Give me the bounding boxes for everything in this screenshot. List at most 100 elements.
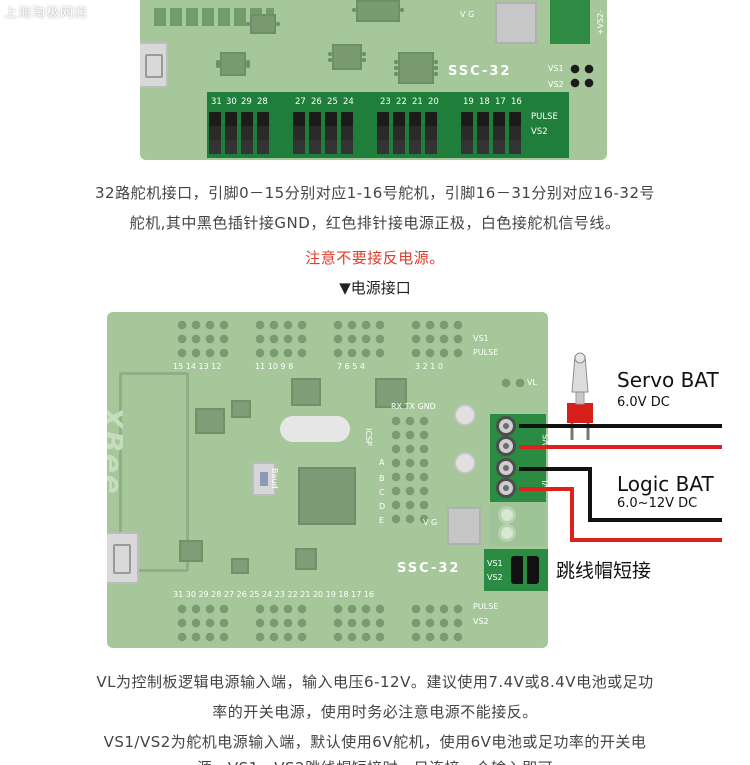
pin-numbers-3-0: 3 2 1 0 [415, 362, 443, 371]
power-terminal: VS VL [490, 414, 552, 502]
pin-block [331, 602, 389, 644]
regulator [447, 507, 481, 545]
chip [375, 378, 407, 408]
usb-port [107, 532, 139, 584]
vl-pins [499, 376, 527, 390]
chip [295, 548, 317, 570]
jumper-vs2-label: VS2 [487, 573, 503, 582]
pin-number: 24 [343, 97, 354, 107]
pin-number: 30 [226, 97, 237, 107]
chip [328, 44, 366, 70]
xbee-socket [119, 372, 189, 572]
jumper-cap [511, 556, 539, 584]
warning-text: 注意不要接反电源。 [305, 249, 445, 267]
jumper-label: 跳线帽短接 [556, 560, 652, 582]
rx-tx-gnd-label: RX TX GND [391, 402, 436, 411]
terminal-screw [496, 478, 516, 498]
capacitor [454, 452, 476, 474]
pin-number: 19 [463, 97, 474, 107]
pin-numbers-bottom: 31 30 29 28 27 26 25 24 23 22 21 20 19 1… [173, 590, 375, 599]
chip [246, 14, 280, 34]
pin-number: 28 [257, 97, 268, 107]
abcde-b: B [379, 474, 385, 483]
microcontroller [298, 467, 356, 525]
chip [394, 52, 438, 84]
pin-number: 31 [211, 97, 222, 107]
description-line-4: 率的开关电源，使用时务必注意电源不能接反。 [212, 703, 538, 721]
vs-jumper-pins [568, 62, 598, 90]
pin-block [175, 318, 233, 360]
chip [231, 400, 251, 418]
chip [231, 558, 249, 574]
pin-block [377, 112, 441, 154]
pin-number: 23 [380, 97, 391, 107]
pin-number: 25 [327, 97, 338, 107]
pin-number: 17 [495, 97, 506, 107]
board-name: SSC-32 [448, 64, 512, 79]
abcde-c: C [379, 488, 385, 497]
logic-voltage-label: 6.0~12V DC [617, 496, 698, 511]
icsp-pins [389, 414, 433, 526]
pin-number: 29 [241, 97, 252, 107]
pulse-label-bottom: PULSE [473, 602, 499, 611]
pin-block [209, 112, 273, 154]
description-line-2: 舵机,其中黑色插针接GND，红色排针接电源正极，白色接舵机信号线。 [129, 214, 621, 232]
vs2-header-label: VS2 [531, 127, 548, 137]
switch-body [567, 403, 593, 423]
pin-numbers-11-8: 11 10 9 8 [255, 362, 294, 371]
servo-board-power: VS1 PULSE 15 14 13 12 11 10 9 8 7 6 5 4 … [107, 312, 548, 648]
pin-number: 18 [479, 97, 490, 107]
jumper-vs1-label: VS1 [487, 559, 503, 568]
pin-numbers: 31 30 29 28 27 26 25 24 23 22 21 20 19 1… [207, 97, 569, 109]
logic-bat-label: Logic BAT [617, 472, 714, 496]
board-name: SSC-32 [397, 561, 461, 576]
pin-block [331, 318, 389, 360]
pin-block [253, 602, 311, 644]
terminal-screw [496, 416, 516, 436]
description-line-6: 源，VS1、VS2跳线帽短接时，只连接一个输入即可 [0, 757, 750, 765]
vs2-label-bottom: VS2 [473, 617, 489, 626]
vs1-label: VS1 [473, 334, 489, 343]
vs-jumper: VS1 VS2 [484, 549, 548, 591]
abcde-a: A [379, 458, 385, 467]
pin-block [175, 602, 233, 644]
servo-board-top: +VS2- V G SSC-32 VS1 VS2 31 30 29 28 27 … [140, 0, 607, 160]
pin-number: 16 [511, 97, 522, 107]
description-line-3: VL为控制板逻辑电源输入端，输入电压6-12V。建议使用7.4V或8.4V电池或… [96, 673, 654, 691]
chip [216, 52, 250, 76]
pin-number: 26 [311, 97, 322, 107]
regulator [495, 2, 537, 44]
pin-number: 22 [396, 97, 407, 107]
pin-block [253, 318, 311, 360]
pin-row-top [154, 8, 274, 26]
terminal-screw [498, 506, 516, 524]
section-title: ▼电源接口 [339, 279, 411, 297]
servo-bat-label: Servo BAT [617, 368, 719, 392]
terminal-screw [496, 436, 516, 456]
vl-label: VL [527, 378, 537, 387]
baud-button [252, 462, 276, 496]
chip [352, 0, 404, 22]
pin-block [461, 112, 525, 154]
pin-number: 21 [412, 97, 423, 107]
pin-numbers-7-4: 7 6 5 4 [337, 362, 365, 371]
vs2-label: VS2 [548, 80, 564, 89]
watermark: 上海淘极网店 [4, 6, 89, 21]
pulse-label: PULSE [531, 112, 558, 122]
pin-block [409, 602, 467, 644]
abcde-e: E [379, 516, 385, 525]
chip [179, 540, 203, 562]
servo-header: 31 30 29 28 27 26 25 24 23 22 21 20 19 1… [207, 92, 569, 158]
servo-voltage-label: 6.0V DC [617, 395, 670, 410]
usb-port [140, 42, 168, 88]
pin-numbers-15-12: 15 14 13 12 [173, 362, 222, 371]
description-line-5: VS1/VS2为舵机电源输入端，默认使用6V舵机，使用6V电池或足功率的开关电 [103, 733, 647, 751]
power-terminal [550, 0, 590, 44]
vg-label: V G [423, 518, 438, 527]
vg-label: V G [460, 10, 475, 19]
pin-number: 27 [295, 97, 306, 107]
pin-number: 20 [428, 97, 439, 107]
vs2-terminal [490, 502, 546, 546]
crystal [280, 416, 350, 442]
pulse-label: PULSE [473, 348, 499, 357]
